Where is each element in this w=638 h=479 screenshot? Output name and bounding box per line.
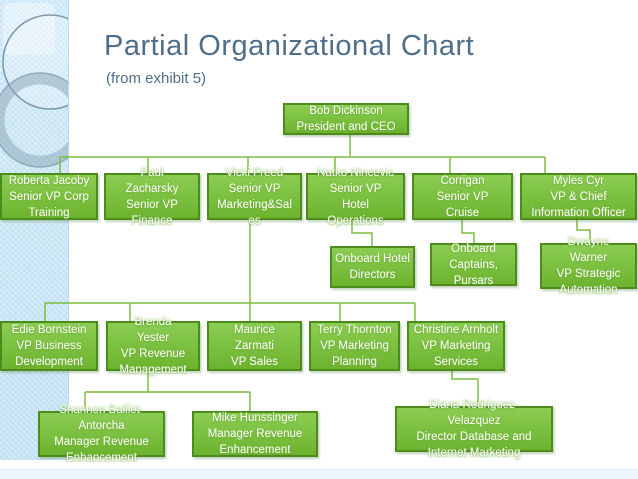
org-node-senior-vp-cruise: Corrigan Senior VP Cruise xyxy=(412,173,513,220)
org-node-label: Shannon Balliet- Antorcha Manager Revenu… xyxy=(54,404,149,462)
org-node-president-ceo: Bob Dickinson President and CEO xyxy=(283,103,409,135)
org-node-vp-sales: Maurice Zarmati VP Sales xyxy=(207,321,302,371)
org-node-label: Vicki Freed Senior VP Marketing&Sal es xyxy=(217,166,292,227)
org-node-label: Myles Cyr VP & Chief Information Officer xyxy=(531,174,626,219)
org-connector-lines xyxy=(44,135,591,411)
org-node-label: Christine Arnholt VP Marketing Services xyxy=(413,324,499,368)
page-title: Partial Organizational Chart xyxy=(104,30,475,62)
org-node-senior-vp-hotel-operations: Natko Nincevic Senior VP Hotel Operation… xyxy=(306,167,405,227)
org-node-senior-vp-corp-training: Roberta Jacoby Senior VP Corp Training xyxy=(0,173,98,220)
org-node-label: Corrigan Senior VP Cruise xyxy=(436,174,489,219)
org-node-label: Maurice Zarmati VP Sales xyxy=(230,324,279,368)
org-node-senior-vp-marketing-sales: Vicki Freed Senior VP Marketing&Sal es xyxy=(207,167,302,227)
org-node-vp-marketing-planning: Terry Thornton VP Marketing Planning xyxy=(309,321,400,371)
org-node-label: Edie Bornstein VP Business Development xyxy=(11,324,87,368)
bottom-edge-strip xyxy=(0,469,638,479)
org-node-label: Dwayne Warner VP Strategic Automation xyxy=(556,236,621,296)
org-node-label: Onboard Hotel Directors xyxy=(335,253,410,281)
org-node-label: Onboard Captains, Pursars xyxy=(449,242,498,287)
decorative-side-band xyxy=(0,0,69,460)
org-node-manager-revenue-enhancement-1: Shannon Balliet- Antorcha Manager Revenu… xyxy=(38,404,165,462)
org-node-director-database-internet-marketing: Diana Rodriguez- Velazquez Director Data… xyxy=(395,399,553,459)
org-node-vp-business-development: Edie Bornstein VP Business Development xyxy=(0,321,98,371)
org-node-label: Diana Rodriguez- Velazquez Director Data… xyxy=(416,399,532,459)
org-node-vp-revenue-management: Brenda Yester VP Revenue Management xyxy=(106,316,200,376)
org-node-label: Paul Zacharsky Senior VP Finance xyxy=(125,166,179,227)
page-subtitle: (from exhibit 5) xyxy=(106,70,207,87)
decorative-circles-icon xyxy=(0,3,68,168)
org-node-label: Terry Thornton VP Marketing Planning xyxy=(317,324,392,368)
org-node-label: Brenda Yester VP Revenue Management xyxy=(119,316,187,376)
org-node-onboard-captains-pursars: Onboard Captains, Pursars xyxy=(430,242,517,287)
org-node-vp-chief-information-officer: Myles Cyr VP & Chief Information Officer xyxy=(520,173,637,220)
org-node-senior-vp-finance: Paul Zacharsky Senior VP Finance xyxy=(104,167,200,227)
org-node-vp-marketing-services: Christine Arnholt VP Marketing Services xyxy=(407,321,505,371)
org-node-vp-strategic-automation: Dwayne Warner VP Strategic Automation xyxy=(540,236,637,296)
org-node-manager-revenue-enhancement-2: Mike Hunssinger Manager Revenue Enhancem… xyxy=(192,411,318,457)
org-node-onboard-hotel-directors: Onboard Hotel Directors xyxy=(330,246,415,288)
org-node-label: Bob Dickinson President and CEO xyxy=(296,105,396,133)
org-chart-slide: Partial Organizational Chart (from exhib… xyxy=(0,0,638,462)
org-node-label: Natko Nincevic Senior VP Hotel Operation… xyxy=(317,166,394,227)
org-node-label: Roberta Jacoby Senior VP Corp Training xyxy=(8,174,90,219)
org-node-label: Mike Hunssinger Manager Revenue Enhancem… xyxy=(207,412,303,456)
